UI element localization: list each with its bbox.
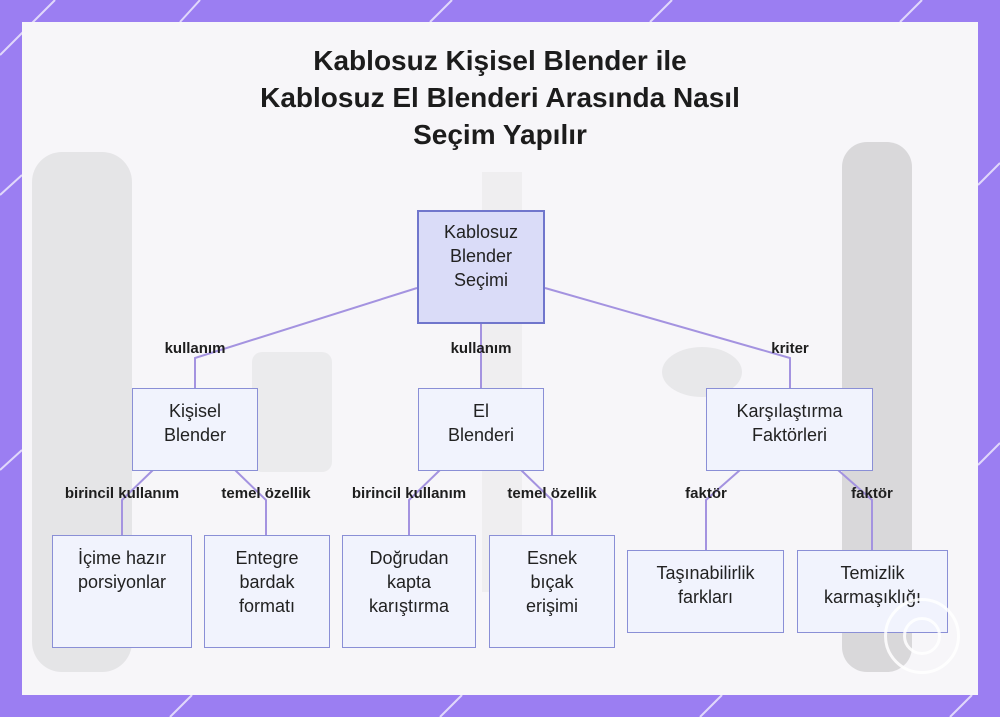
connector-personal-use (121, 469, 154, 535)
node-personal-blender-label: Kişisel Blender (163, 401, 227, 445)
connector-personal-feature (234, 469, 267, 535)
node-comparison-factors-label: Karşılaştırma Faktörleri (736, 401, 843, 445)
connector-factors-cleaning (837, 469, 873, 550)
node-hand-key-feature-label: Esnek bıçak erişimi (526, 548, 578, 616)
node-hand-primary-use-label: Doğrudan kapta karıştırma (368, 548, 449, 616)
edge-label-hand-use: birincil kullanım (351, 485, 467, 502)
node-hand-blender: El Blenderi (418, 388, 544, 471)
connector-root-factors (544, 287, 791, 388)
node-root: Kablosuz Blender Seçimi (417, 210, 545, 324)
edge-label-factors-portability: faktör (685, 485, 727, 502)
edge-label-personal-use: birincil kullanım (64, 485, 180, 502)
connector-hand-feature (520, 469, 553, 535)
node-hand-key-feature: Esnek bıçak erişimi (489, 535, 615, 648)
connector-factors-portability (705, 469, 741, 550)
node-hand-primary-use: Doğrudan kapta karıştırma (342, 535, 476, 648)
title-line-2: Kablosuz El Blenderi Arasında Nasıl (260, 82, 740, 113)
diagram-title: Kablosuz Kişisel Blender ile Kablosuz El… (0, 42, 1000, 153)
node-personal-primary-use-label: İçime hazır porsiyonlar (77, 548, 167, 592)
watermark-logo (884, 598, 960, 674)
title-line-1: Kablosuz Kişisel Blender ile (313, 45, 687, 76)
node-portability-differences: Taşınabilirlik farkları (627, 550, 784, 633)
node-root-label: Kablosuz Blender Seçimi (443, 222, 519, 290)
node-personal-key-feature: Entegre bardak formatı (204, 535, 330, 648)
title-line-3: Seçim Yapılır (413, 119, 587, 150)
edge-label-root-factors: kriter (771, 340, 809, 357)
node-personal-blender: Kişisel Blender (132, 388, 258, 471)
edge-label-hand-feature: temel özellik (507, 485, 597, 502)
node-personal-key-feature-label: Entegre bardak formatı (235, 548, 299, 616)
node-comparison-factors: Karşılaştırma Faktörleri (706, 388, 873, 471)
edge-label-factors-cleaning: faktör (851, 485, 893, 502)
edge-label-personal-feature: temel özellik (221, 485, 311, 502)
node-personal-primary-use: İçime hazır porsiyonlar (52, 535, 192, 648)
node-hand-blender-label: El Blenderi (447, 401, 515, 445)
edge-label-root-personal: kullanım (164, 340, 226, 357)
node-cleaning-complexity-label: Temizlik karmaşıklığı (823, 563, 922, 607)
connector-hand-use (408, 469, 441, 535)
edge-label-root-hand: kullanım (450, 340, 512, 357)
connector-root-personal (194, 287, 418, 388)
node-portability-differences-label: Taşınabilirlik farkları (656, 563, 755, 607)
